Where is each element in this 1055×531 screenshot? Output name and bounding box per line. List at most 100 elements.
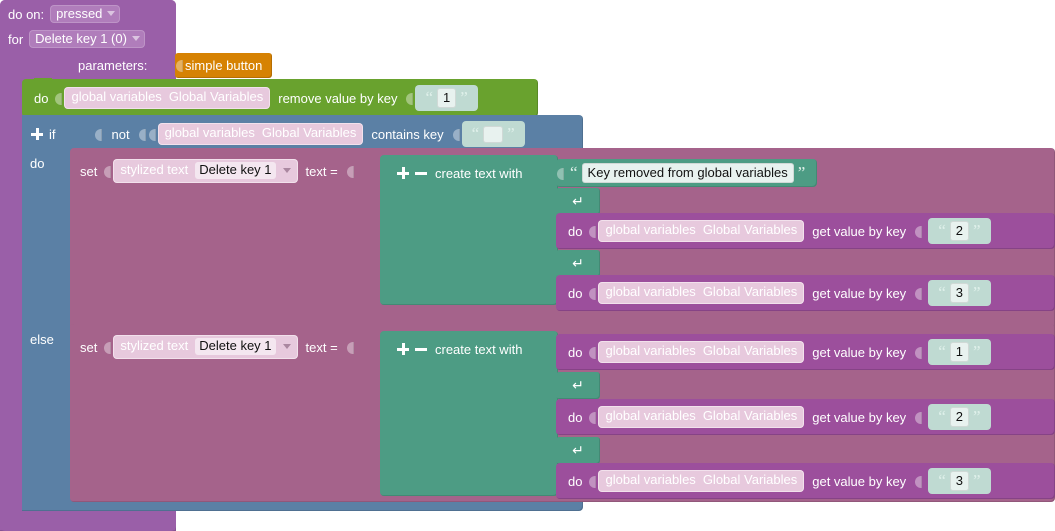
parameter-block-simple-button[interactable]: simple button [175,53,273,78]
if-do-label: do [30,156,45,171]
puzzle-tab-icon [914,343,923,361]
puzzle-tab-icon [345,162,354,180]
component-name-label: Delete key 1 [195,162,276,179]
create-text-header: create text with [388,159,522,187]
mutator-plus-icon[interactable] [397,167,409,179]
string-literal-block[interactable]: “ Key removed from global variables ” [556,159,818,187]
dictionary-get-value-block[interactable]: do global variables Global Variables get… [556,275,1055,311]
component-name-label: Delete key 1 [195,338,276,355]
puzzle-tab-icon [588,222,597,240]
puzzle-tab-icon [451,125,460,143]
mutator-minus-icon[interactable] [415,343,427,355]
key-value-field[interactable]: 1 [949,342,969,362]
event-type-value: pressed [56,6,103,21]
set-property-row: set stylized text Delete key 1 text = [80,154,356,188]
puzzle-tab-icon [345,338,354,356]
variable-scope-label: global variables [605,472,696,488]
variable-getter-field[interactable]: global variables Global Variables [598,406,805,428]
newline-block[interactable]: ↵ [556,437,600,464]
newline-block[interactable]: ↵ [556,250,600,277]
chevron-down-icon [282,344,291,349]
do-label: do [568,223,583,239]
puzzle-tab-icon [588,284,597,302]
puzzle-tab-icon [103,338,112,356]
method-label: get value by key [812,409,907,425]
newline-block[interactable]: ↵ [556,372,600,399]
create-text-label: create text with [435,341,523,357]
method-label: get value by key [812,285,907,301]
string-literal-block[interactable]: “ 2 ” [928,218,991,244]
string-literal-block[interactable]: “ ” [461,121,525,147]
method-label: get value by key [812,473,907,489]
puzzle-tab-icon [588,472,597,490]
chevron-down-icon [131,36,140,41]
puzzle-tab-icon [588,408,597,426]
dictionary-remove-value-block[interactable]: do global variables Global Variables rem… [22,78,538,117]
puzzle-tab-icon [914,284,923,302]
return-arrow-icon: ↵ [572,377,584,393]
variable-name-label: Global Variables [702,408,798,424]
dictionary-contains-key-block[interactable]: global variables Global Variables contai… [147,115,525,153]
dictionary-get-value-block[interactable]: do global variables Global Variables get… [556,213,1055,249]
variable-getter-field[interactable]: global variables Global Variables [598,282,805,304]
return-arrow-icon: ↵ [572,442,584,458]
component-property-field[interactable]: stylized text Delete key 1 [113,335,298,359]
puzzle-tab-icon [588,343,597,361]
set-label: set [80,163,98,179]
mutator-plus-icon[interactable] [31,128,43,140]
do-label: do [34,90,49,106]
mutator-plus-icon[interactable] [397,343,409,355]
do-label: do [568,285,583,301]
create-text-header: create text with [388,335,522,363]
component-value: Delete key 1 (0) [35,31,127,46]
text-value-field[interactable]: Key removed from global variables [581,163,794,183]
variable-name-label: Global Variables [702,343,798,359]
create-text-with-block-else[interactable]: create text with [380,331,558,496]
dictionary-get-value-block[interactable]: do global variables Global Variables get… [556,399,1055,435]
if-label: if [49,126,56,142]
key-value-field[interactable] [483,125,504,143]
variable-getter-field[interactable]: global variables Global Variables [64,87,271,109]
puzzle-tab-icon [93,125,102,143]
dictionary-get-value-block[interactable]: do global variables Global Variables get… [556,463,1055,499]
puzzle-tab-icon [914,222,923,240]
string-literal-block[interactable]: “ 3 ” [928,468,991,494]
key-value-field[interactable]: 2 [949,221,969,241]
key-value-field[interactable]: 3 [949,471,969,491]
key-value-field[interactable]: 3 [949,283,969,303]
do-on-row: do on: pressed [8,5,121,23]
string-literal-block[interactable]: “ 2 ” [928,404,991,430]
chevron-down-icon [107,11,116,16]
variable-scope-label: global variables [605,222,696,238]
property-label: text = [305,339,338,355]
parameter-label: simple button [185,58,263,73]
variable-getter-field[interactable]: global variables Global Variables [157,123,364,145]
variable-name-label: Global Variables [702,222,798,238]
string-literal-block[interactable]: “ 1 ” [415,85,478,111]
method-label: get value by key [812,344,907,360]
variable-getter-field[interactable]: global variables Global Variables [598,470,805,492]
component-property-field[interactable]: stylized text Delete key 1 [113,159,298,183]
event-type-dropdown[interactable]: pressed [50,5,121,23]
string-literal-block[interactable]: “ 1 ” [928,339,991,365]
not-block[interactable]: not [103,115,148,153]
puzzle-tab-icon [175,57,183,74]
component-dropdown[interactable]: Delete key 1 (0) [29,30,145,48]
string-literal-block[interactable]: “ 3 ” [928,280,991,306]
dictionary-get-value-block[interactable]: do global variables Global Variables get… [556,334,1055,370]
property-label: text = [305,163,338,179]
component-type-label: stylized text [120,338,189,354]
chevron-down-icon [282,168,291,173]
newline-block[interactable]: ↵ [556,188,600,215]
variable-getter-field[interactable]: global variables Global Variables [598,341,805,363]
create-text-with-block-if[interactable]: create text with [380,155,558,305]
set-property-row: set stylized text Delete key 1 text = [80,330,356,364]
key-value-field[interactable]: 1 [437,88,457,108]
mutator-minus-icon[interactable] [415,167,427,179]
variable-getter-field[interactable]: global variables Global Variables [598,220,805,242]
key-value-field[interactable]: 2 [949,407,969,427]
do-label: do [568,409,583,425]
do-label: do [568,473,583,489]
variable-scope-label: global variables [605,408,696,424]
variable-name-label: Global Variables [168,89,264,105]
